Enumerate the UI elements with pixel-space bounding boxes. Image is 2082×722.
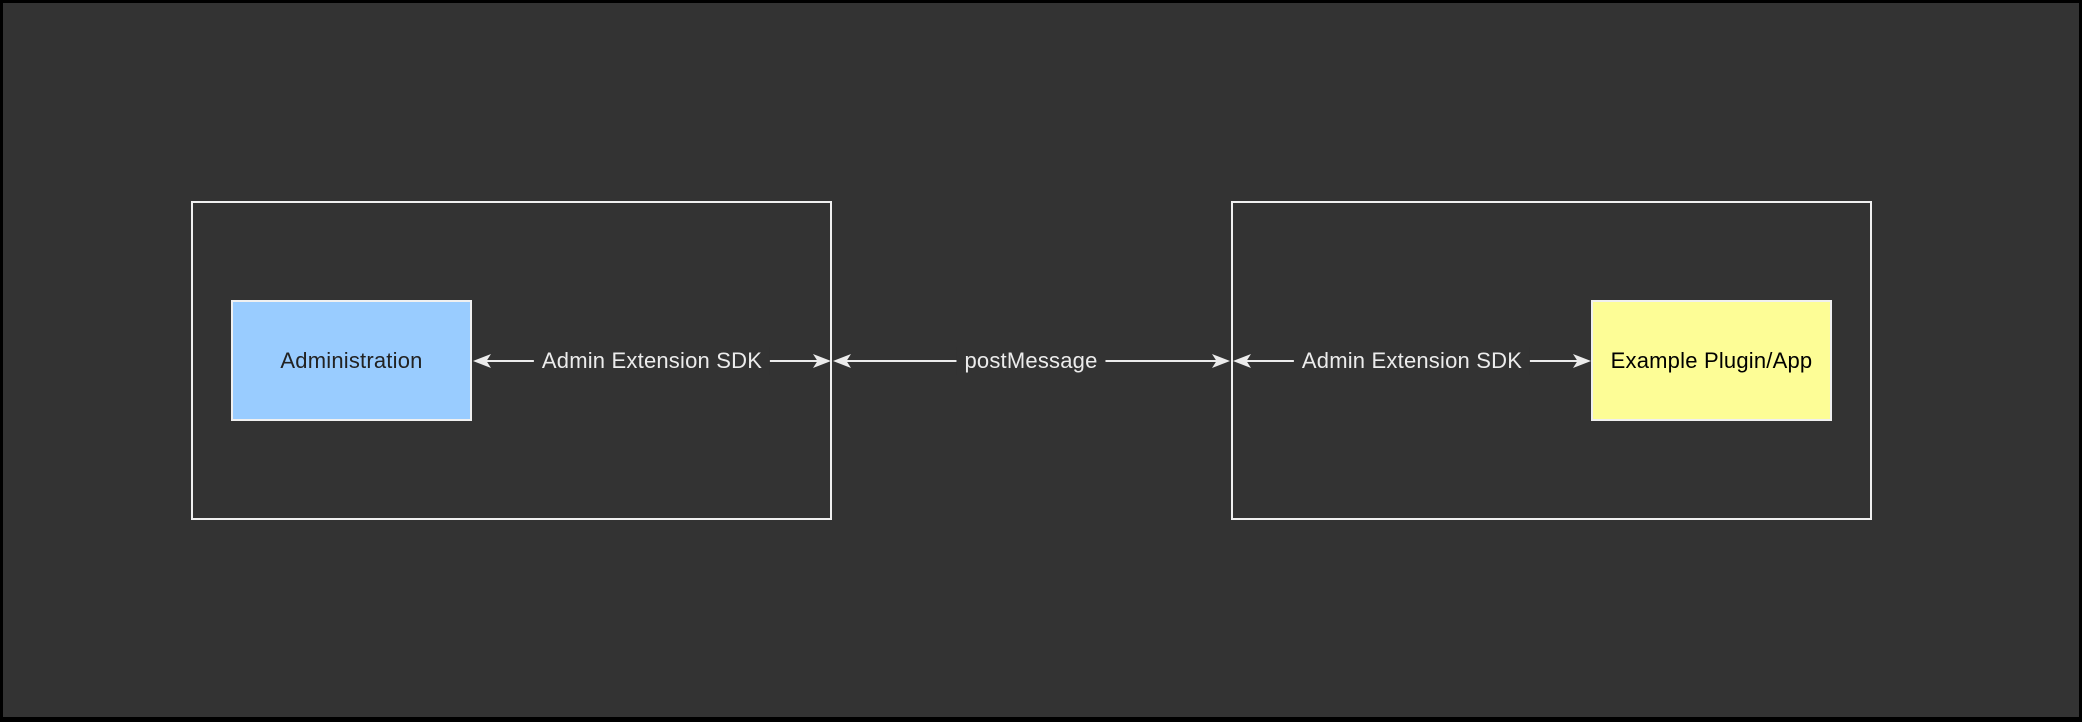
administration-node: Administration — [231, 300, 472, 421]
postmessage-edge-label: postMessage — [956, 346, 1106, 375]
example-plugin-node: Example Plugin/App — [1591, 300, 1832, 421]
administration-container-frame — [191, 201, 832, 520]
arrowhead-right-icon — [1212, 353, 1230, 368]
arrowhead-left-icon — [833, 353, 851, 368]
arrowhead-left-icon — [473, 353, 491, 368]
arrowhead-left-icon — [1233, 353, 1251, 368]
example-plugin-node-label: Example Plugin/App — [1610, 347, 1813, 373]
arrowhead-right-icon — [813, 353, 831, 368]
plugin-container-frame — [1231, 201, 1872, 520]
sdk-left-edge-label: Admin Extension SDK — [533, 346, 771, 375]
sdk-right-edge-label: Admin Extension SDK — [1293, 346, 1531, 375]
administration-node-label: Administration — [280, 347, 423, 373]
arrowhead-right-icon — [1573, 353, 1591, 368]
